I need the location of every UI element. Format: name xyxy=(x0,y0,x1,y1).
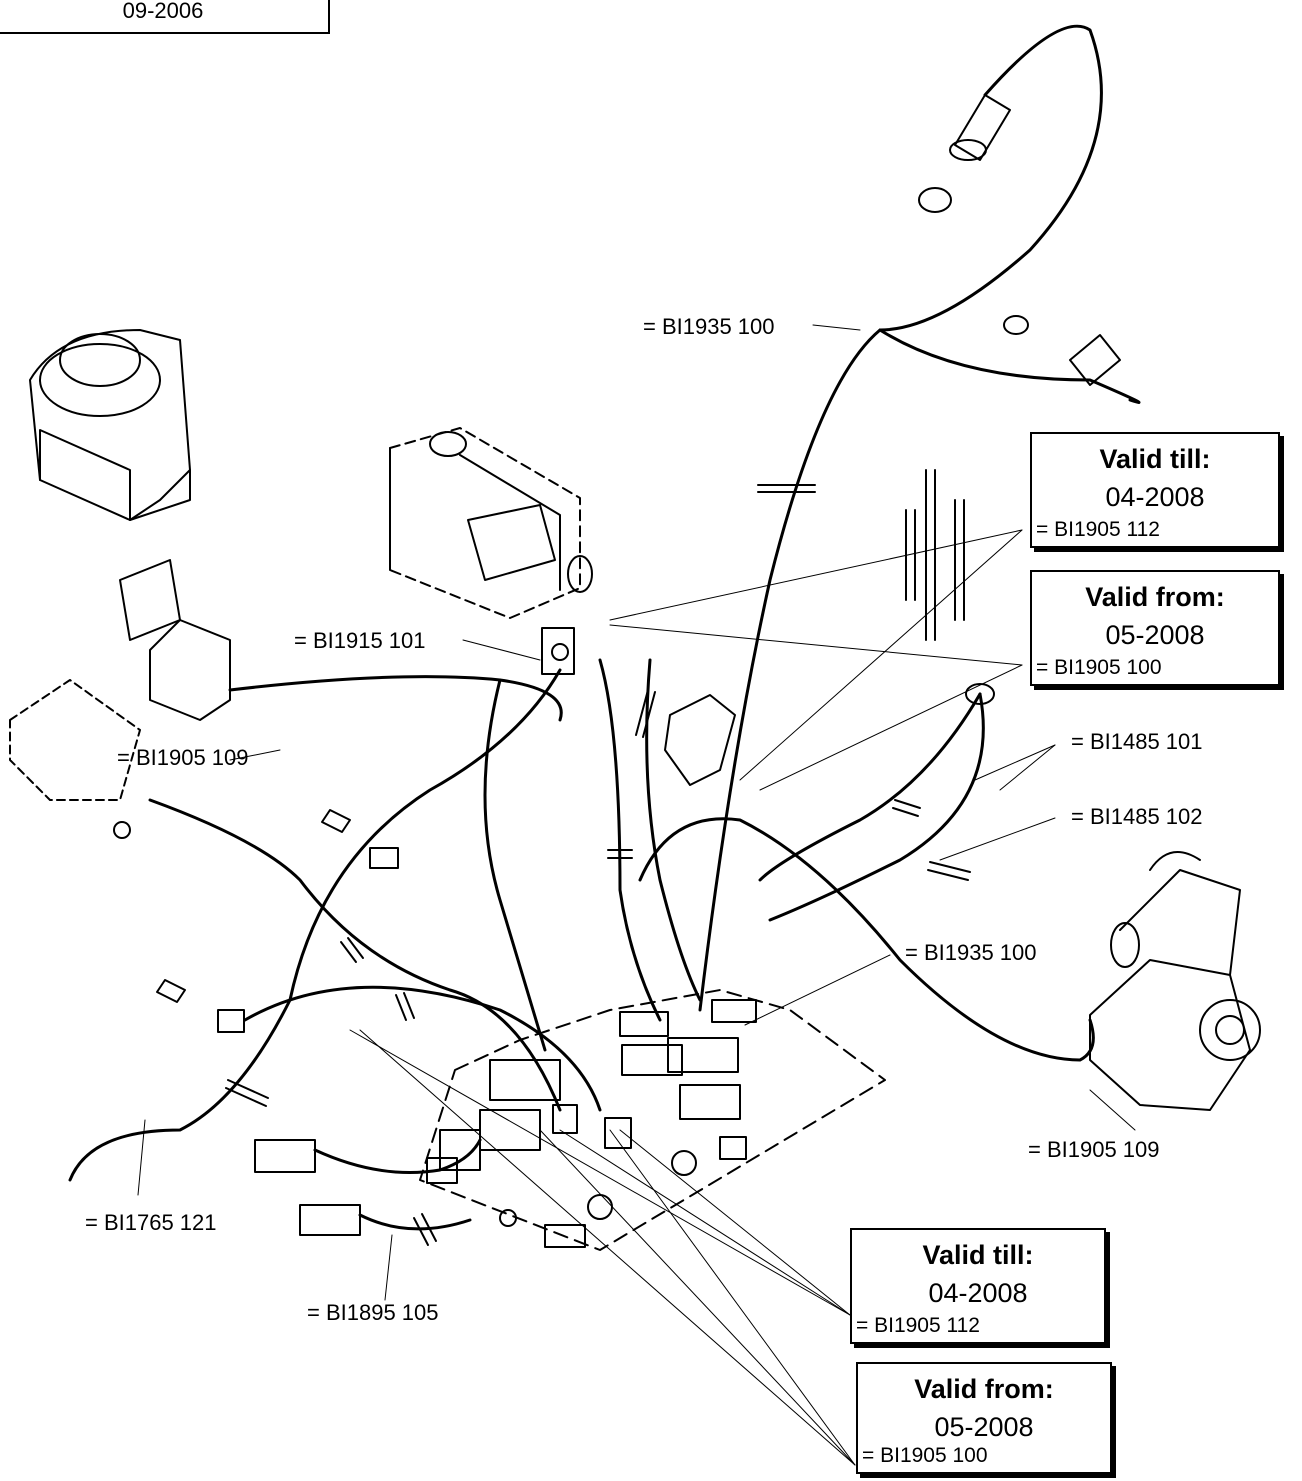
validity-box-lower-from: Valid from: 05-2008 = BI1905 100 xyxy=(856,1362,1112,1474)
validity-code: = BI1905 112 xyxy=(856,1314,980,1337)
cable-bracket xyxy=(664,694,736,786)
pump xyxy=(1089,851,1261,1111)
validity-code: = BI1905 112 xyxy=(1036,518,1160,541)
control-board-outline xyxy=(419,989,886,1251)
validity-date: 05-2008 xyxy=(1105,620,1205,650)
validity-date: 04-2008 xyxy=(928,1278,1028,1308)
validity-box-upper-till: Valid till: 04-2008 = BI1905 112 xyxy=(1030,432,1280,548)
ignition-electrodes xyxy=(905,469,995,705)
label-board-cable: = BI1935 100 xyxy=(905,940,1037,965)
validity-box-upper-from: Valid from: 05-2008 = BI1905 100 xyxy=(1030,570,1280,686)
validity-date: 04-2008 xyxy=(1105,482,1205,512)
fan-unit xyxy=(29,329,231,721)
revision-date: 09-2006 xyxy=(122,0,204,23)
board-connectors xyxy=(426,999,757,1248)
label-earth-cable: = BI1765 121 xyxy=(85,1210,217,1235)
revision-date-box: 09-2006 xyxy=(0,0,330,34)
validity-heading: Valid from: xyxy=(1085,582,1225,612)
label-sensor-cable-1: = BI1485 101 xyxy=(1071,729,1203,754)
gas-valve xyxy=(389,427,593,675)
validity-heading: Valid till: xyxy=(1099,444,1211,474)
label-mains-cable: = BI1895 105 xyxy=(307,1300,439,1325)
pressure-switch xyxy=(9,679,141,839)
terminal-blocks xyxy=(254,1139,361,1236)
label-sensor-cable-2: = BI1485 102 xyxy=(1071,804,1203,829)
label-valve-cable: = BI1915 101 xyxy=(294,628,426,653)
validity-date: 05-2008 xyxy=(934,1412,1034,1442)
leader-lines xyxy=(137,324,1136,1466)
validity-code: = BI1905 100 xyxy=(1036,656,1162,679)
label-pump-cable: = BI1905 109 xyxy=(1028,1137,1160,1162)
validity-box-lower-till: Valid till: 04-2008 = BI1905 112 xyxy=(850,1228,1106,1344)
validity-heading: Valid till: xyxy=(922,1240,1034,1270)
cables xyxy=(68,24,1141,1231)
sensors xyxy=(156,809,399,1033)
validity-heading: Valid from: xyxy=(914,1374,1054,1404)
label-ignition-cable: = BI1935 100 xyxy=(643,314,775,339)
label-fan-cable: = BI1905 109 xyxy=(117,745,249,770)
validity-code: = BI1905 100 xyxy=(862,1444,988,1467)
break-marks xyxy=(225,484,971,1246)
ignition-caps xyxy=(918,94,1121,386)
